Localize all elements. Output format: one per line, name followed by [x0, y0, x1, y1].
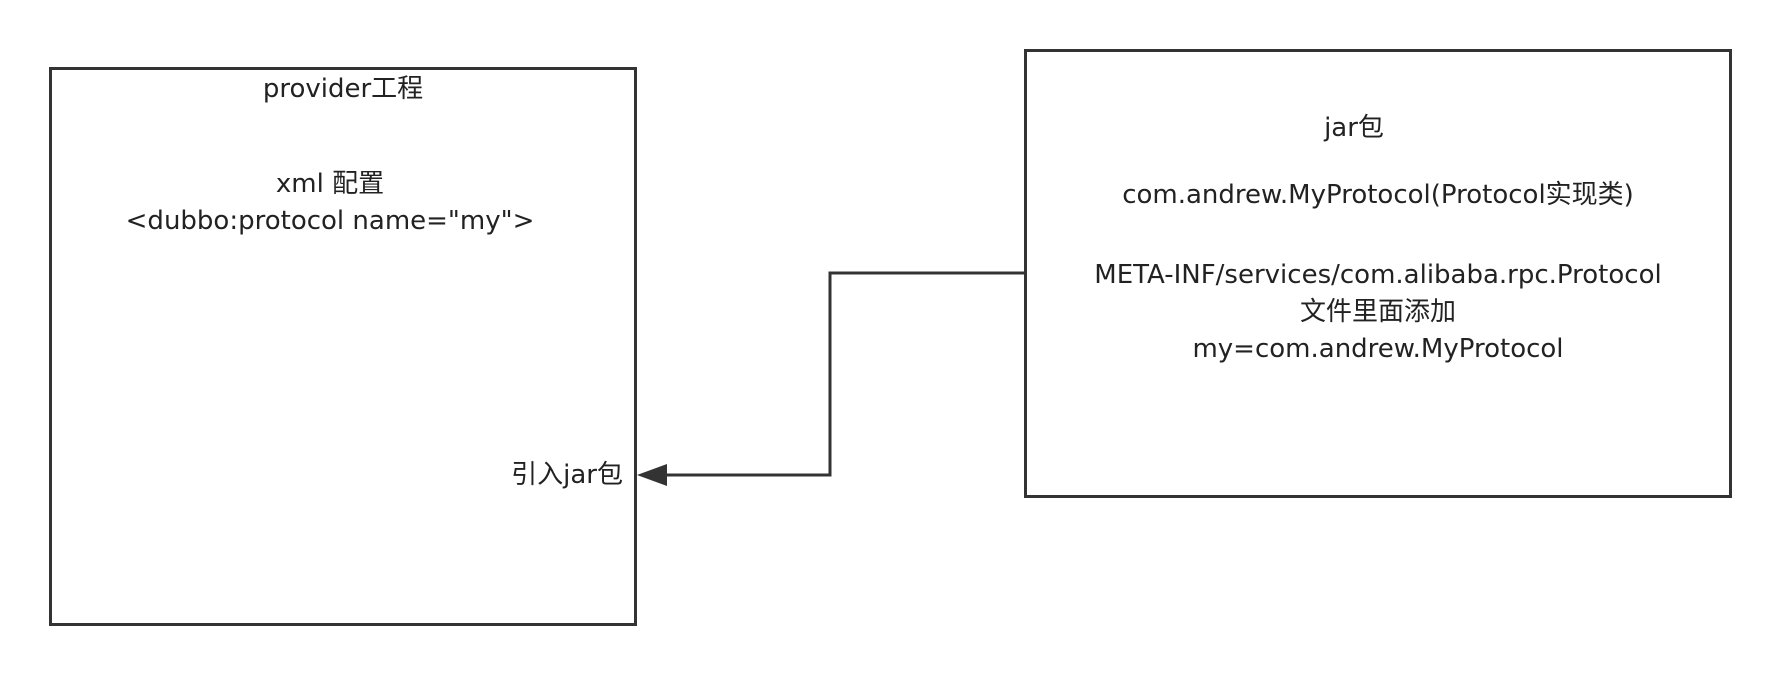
xml-config-label: xml 配置: [275, 169, 385, 199]
import-jar-label: 引入jar包: [511, 460, 623, 490]
dubbo-protocol-config: <dubbo:protocol name="my">: [125, 206, 535, 236]
spi-entry-label: my=com.andrew.MyProtocol: [1192, 334, 1564, 364]
provider-project-box: [49, 67, 637, 626]
implementation-class-label: com.andrew.MyProtocol(Protocol实现类): [1122, 180, 1634, 210]
meta-inf-path-label: META-INF/services/com.alibaba.rpc.Protoc…: [1094, 260, 1662, 290]
arrow-line: [667, 271, 1024, 477]
provider-title: provider工程: [262, 74, 424, 104]
jar-package-box: [1024, 49, 1732, 498]
arrow-head-icon: [637, 464, 667, 486]
file-add-label: 文件里面添加: [1299, 297, 1457, 327]
jar-title: jar包: [1324, 113, 1384, 143]
